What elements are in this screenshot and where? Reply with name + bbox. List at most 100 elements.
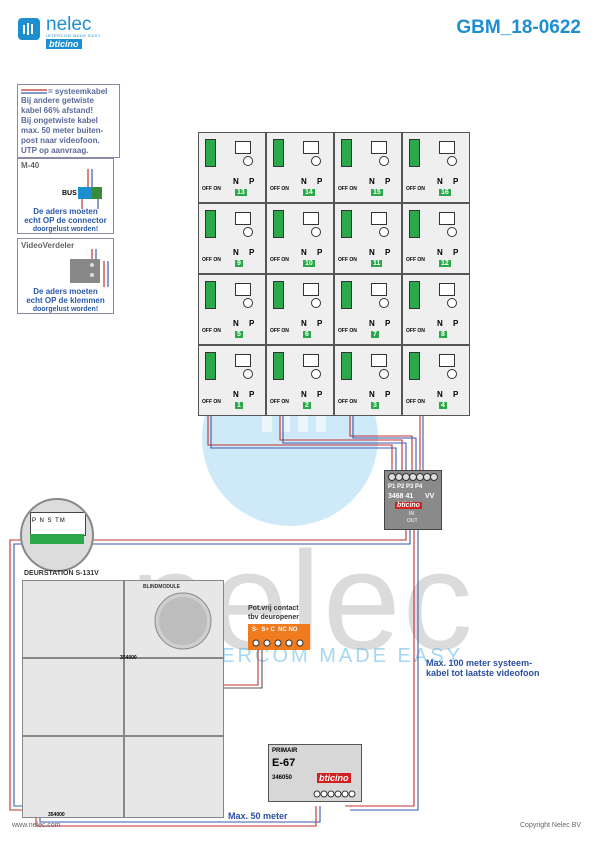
footer-url: www.nelec.com: [12, 822, 61, 829]
connector-icon: [341, 210, 352, 238]
n-label: N: [233, 390, 239, 399]
distributor-terminals-icon: [388, 473, 438, 481]
off-on-switch: OFF ON: [406, 257, 425, 263]
door-station-module-bottom-left: [22, 736, 124, 818]
blind-module: BLINDMODULE: [124, 580, 224, 658]
off-on-switch: OFF ON: [202, 328, 221, 334]
off-on-switch: OFF ON: [338, 328, 357, 334]
document-code: GBM_18-0622: [456, 17, 581, 38]
bus-label: BUS: [62, 190, 77, 197]
power-primary-label: PRIMAIR: [272, 748, 298, 754]
screen-icon: [371, 212, 387, 225]
button-icon: [447, 298, 457, 308]
n-label: N: [233, 248, 239, 257]
door-station-module-mid-left: [22, 658, 124, 736]
connector-icon: [273, 139, 284, 167]
power-brand: bticino: [317, 773, 351, 783]
power-code: 346050: [272, 775, 293, 781]
p-label: P: [453, 390, 459, 399]
max-50-note: Max. 50 meter: [228, 811, 288, 821]
connector-labels: P N S TM: [32, 518, 66, 524]
screen-icon: [235, 141, 251, 154]
connector-icon: [273, 352, 284, 380]
cable-code-label: 354000: [48, 812, 65, 818]
off-on-switch: OFF ON: [202, 399, 221, 405]
p-label: P: [249, 248, 255, 257]
n-label: N: [301, 177, 307, 186]
screen-icon: [303, 212, 319, 225]
max-100-note: Max. 100 meter systeem- kabel tot laatst…: [426, 658, 540, 678]
monitor-number: 5: [235, 331, 243, 338]
screen-icon: [303, 141, 319, 154]
connector-icon: [409, 281, 420, 309]
p-label: P: [385, 248, 391, 257]
legend-line: max. 50 meter buiten-: [21, 126, 104, 135]
p-label: P: [385, 319, 391, 328]
verdeler-icon: [70, 249, 109, 287]
connector-icon: [205, 139, 216, 167]
monitor-number: 10: [303, 260, 315, 267]
footer-copyright: Copyright Nelec BV: [520, 822, 582, 829]
p-label: P: [317, 319, 323, 328]
n-label: N: [301, 319, 307, 328]
relay-title-line: Pot.vrij contact: [248, 605, 299, 612]
n-label: N: [233, 319, 239, 328]
off-on-switch: OFF ON: [270, 186, 289, 192]
button-icon: [243, 369, 253, 379]
button-icon: [447, 369, 457, 379]
n-label: N: [437, 248, 443, 257]
p-label: P: [385, 390, 391, 399]
verdeler-note-line: echt OP de klemmen: [26, 296, 105, 305]
monitor-number: 4: [439, 402, 447, 409]
brand-name: nelec: [46, 14, 92, 35]
p-label: P: [453, 319, 459, 328]
button-icon: [243, 156, 253, 166]
m40-note-line: doorgelust worden!: [32, 226, 99, 233]
relay-title-line: tbv deuropener: [248, 614, 299, 621]
power-supply: PRIMAIR E-67 346050 bticino: [268, 744, 362, 802]
monitor-number: 2: [303, 402, 311, 409]
connector-icon: [205, 281, 216, 309]
max-100-line: kabel tot laatste videofoon: [426, 668, 540, 678]
videophone-unit: N P OFF ON 5: [198, 274, 266, 345]
connector-icon: [341, 139, 352, 167]
p-label: P: [249, 319, 255, 328]
videophone-unit: N P OFF ON 8: [402, 274, 470, 345]
verdeler-note-line: doorgelust worden!: [32, 306, 99, 313]
distributor-out: OUT: [407, 518, 418, 524]
off-on-switch: OFF ON: [338, 257, 357, 263]
button-icon: [311, 369, 321, 379]
verdeler-note-line: De aders moeten: [33, 287, 98, 296]
off-on-switch: OFF ON: [270, 328, 289, 334]
screen-icon: [235, 212, 251, 225]
monitor-number: 7: [371, 331, 379, 338]
distributor-code: 3468 41: [388, 493, 414, 500]
cable-code-label: 354000: [120, 655, 137, 661]
monitor-number: 3: [371, 402, 379, 409]
legend-line: Bij ongetwiste kabel: [21, 116, 98, 125]
legend-line: kabel 66% afstand!: [21, 106, 94, 115]
connector-icon: [205, 210, 216, 238]
off-on-switch: OFF ON: [406, 328, 425, 334]
button-icon: [243, 298, 253, 308]
screen-icon: [235, 354, 251, 367]
monitor-number: 8: [439, 331, 447, 338]
door-station-title: DEURSTATION S-131V: [24, 570, 99, 577]
legend-line: post naar videofoon.: [21, 136, 100, 145]
off-on-switch: OFF ON: [270, 257, 289, 263]
n-label: N: [437, 319, 443, 328]
connector-icon: [341, 281, 352, 309]
blind-module-label: BLINDMODULE: [143, 584, 180, 590]
button-icon: [379, 156, 389, 166]
m40-title: M-40: [21, 161, 40, 170]
off-on-switch: OFF ON: [202, 186, 221, 192]
n-label: N: [301, 248, 307, 257]
